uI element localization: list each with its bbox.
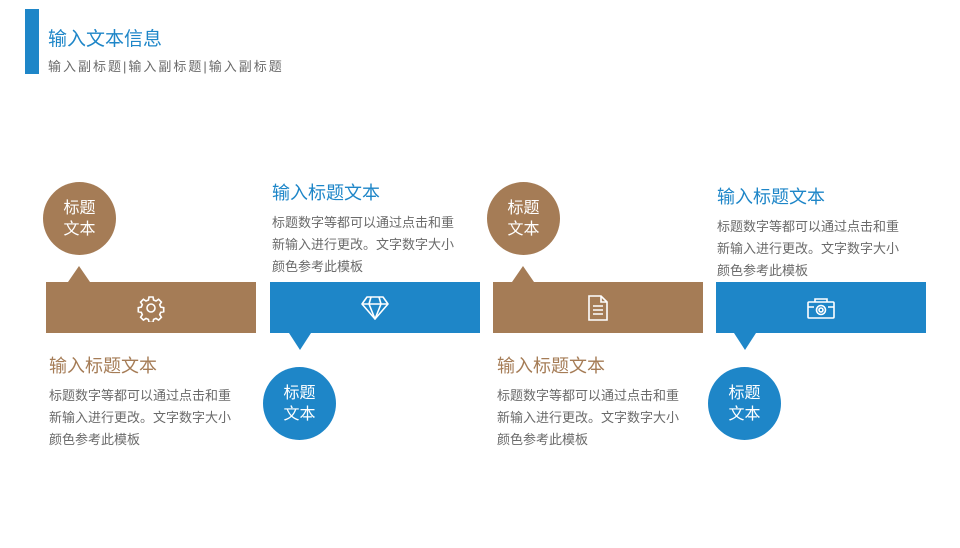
page-title: 输入文本信息: [48, 29, 163, 50]
step-4-band: [716, 282, 926, 333]
step-1-band: [46, 282, 256, 333]
step-3-body: 标题数字等都可以通过点击和重新输入进行更改。文字数字大小颜色参考此模板: [497, 388, 680, 447]
step-2-title: 输入标题文本: [272, 183, 380, 203]
step-3-pointer: [512, 266, 534, 282]
step-2-body: 标题数字等都可以通过点击和重新输入进行更改。文字数字大小颜色参考此模板: [272, 215, 455, 274]
step-3-band: [493, 282, 703, 333]
diamond-icon: [361, 295, 389, 320]
step-3-circle: 标题文本: [487, 182, 560, 255]
page-subtitle: 输入副标题|输入副标题|输入副标题: [48, 59, 284, 74]
step-4-circle: 标题文本: [708, 367, 781, 440]
step-4-pointer: [734, 333, 756, 350]
step-4-circle-label: 标题文本: [728, 384, 761, 423]
gear-icon: [137, 295, 165, 322]
step-2-circle-label: 标题文本: [283, 384, 316, 423]
step-2-band: [270, 282, 480, 333]
step-3-text: 输入标题文本 标题数字等都可以通过点击和重新输入进行更改。文字数字大小颜色参考此…: [497, 352, 687, 451]
step-4-text: 输入标题文本 标题数字等都可以通过点击和重新输入进行更改。文字数字大小颜色参考此…: [717, 183, 907, 282]
step-3-circle-label: 标题文本: [507, 199, 540, 238]
step-4-title: 输入标题文本: [717, 187, 825, 207]
step-2-circle: 标题文本: [263, 367, 336, 440]
step-1-circle: 标题文本: [43, 182, 116, 255]
step-1-pointer: [68, 266, 90, 282]
step-1-title: 输入标题文本: [49, 356, 157, 376]
camera-icon: [807, 297, 835, 319]
step-2-pointer: [289, 333, 311, 350]
step-1-circle-label: 标题文本: [63, 199, 96, 238]
step-1-body: 标题数字等都可以通过点击和重新输入进行更改。文字数字大小颜色参考此模板: [49, 388, 232, 447]
step-3-title: 输入标题文本: [497, 356, 605, 376]
document-icon: [588, 294, 608, 321]
step-2-text: 输入标题文本 标题数字等都可以通过点击和重新输入进行更改。文字数字大小颜色参考此…: [272, 179, 462, 278]
step-4-body: 标题数字等都可以通过点击和重新输入进行更改。文字数字大小颜色参考此模板: [717, 219, 900, 278]
step-1-text: 输入标题文本 标题数字等都可以通过点击和重新输入进行更改。文字数字大小颜色参考此…: [49, 352, 239, 451]
title-accent-bar: [25, 9, 39, 74]
